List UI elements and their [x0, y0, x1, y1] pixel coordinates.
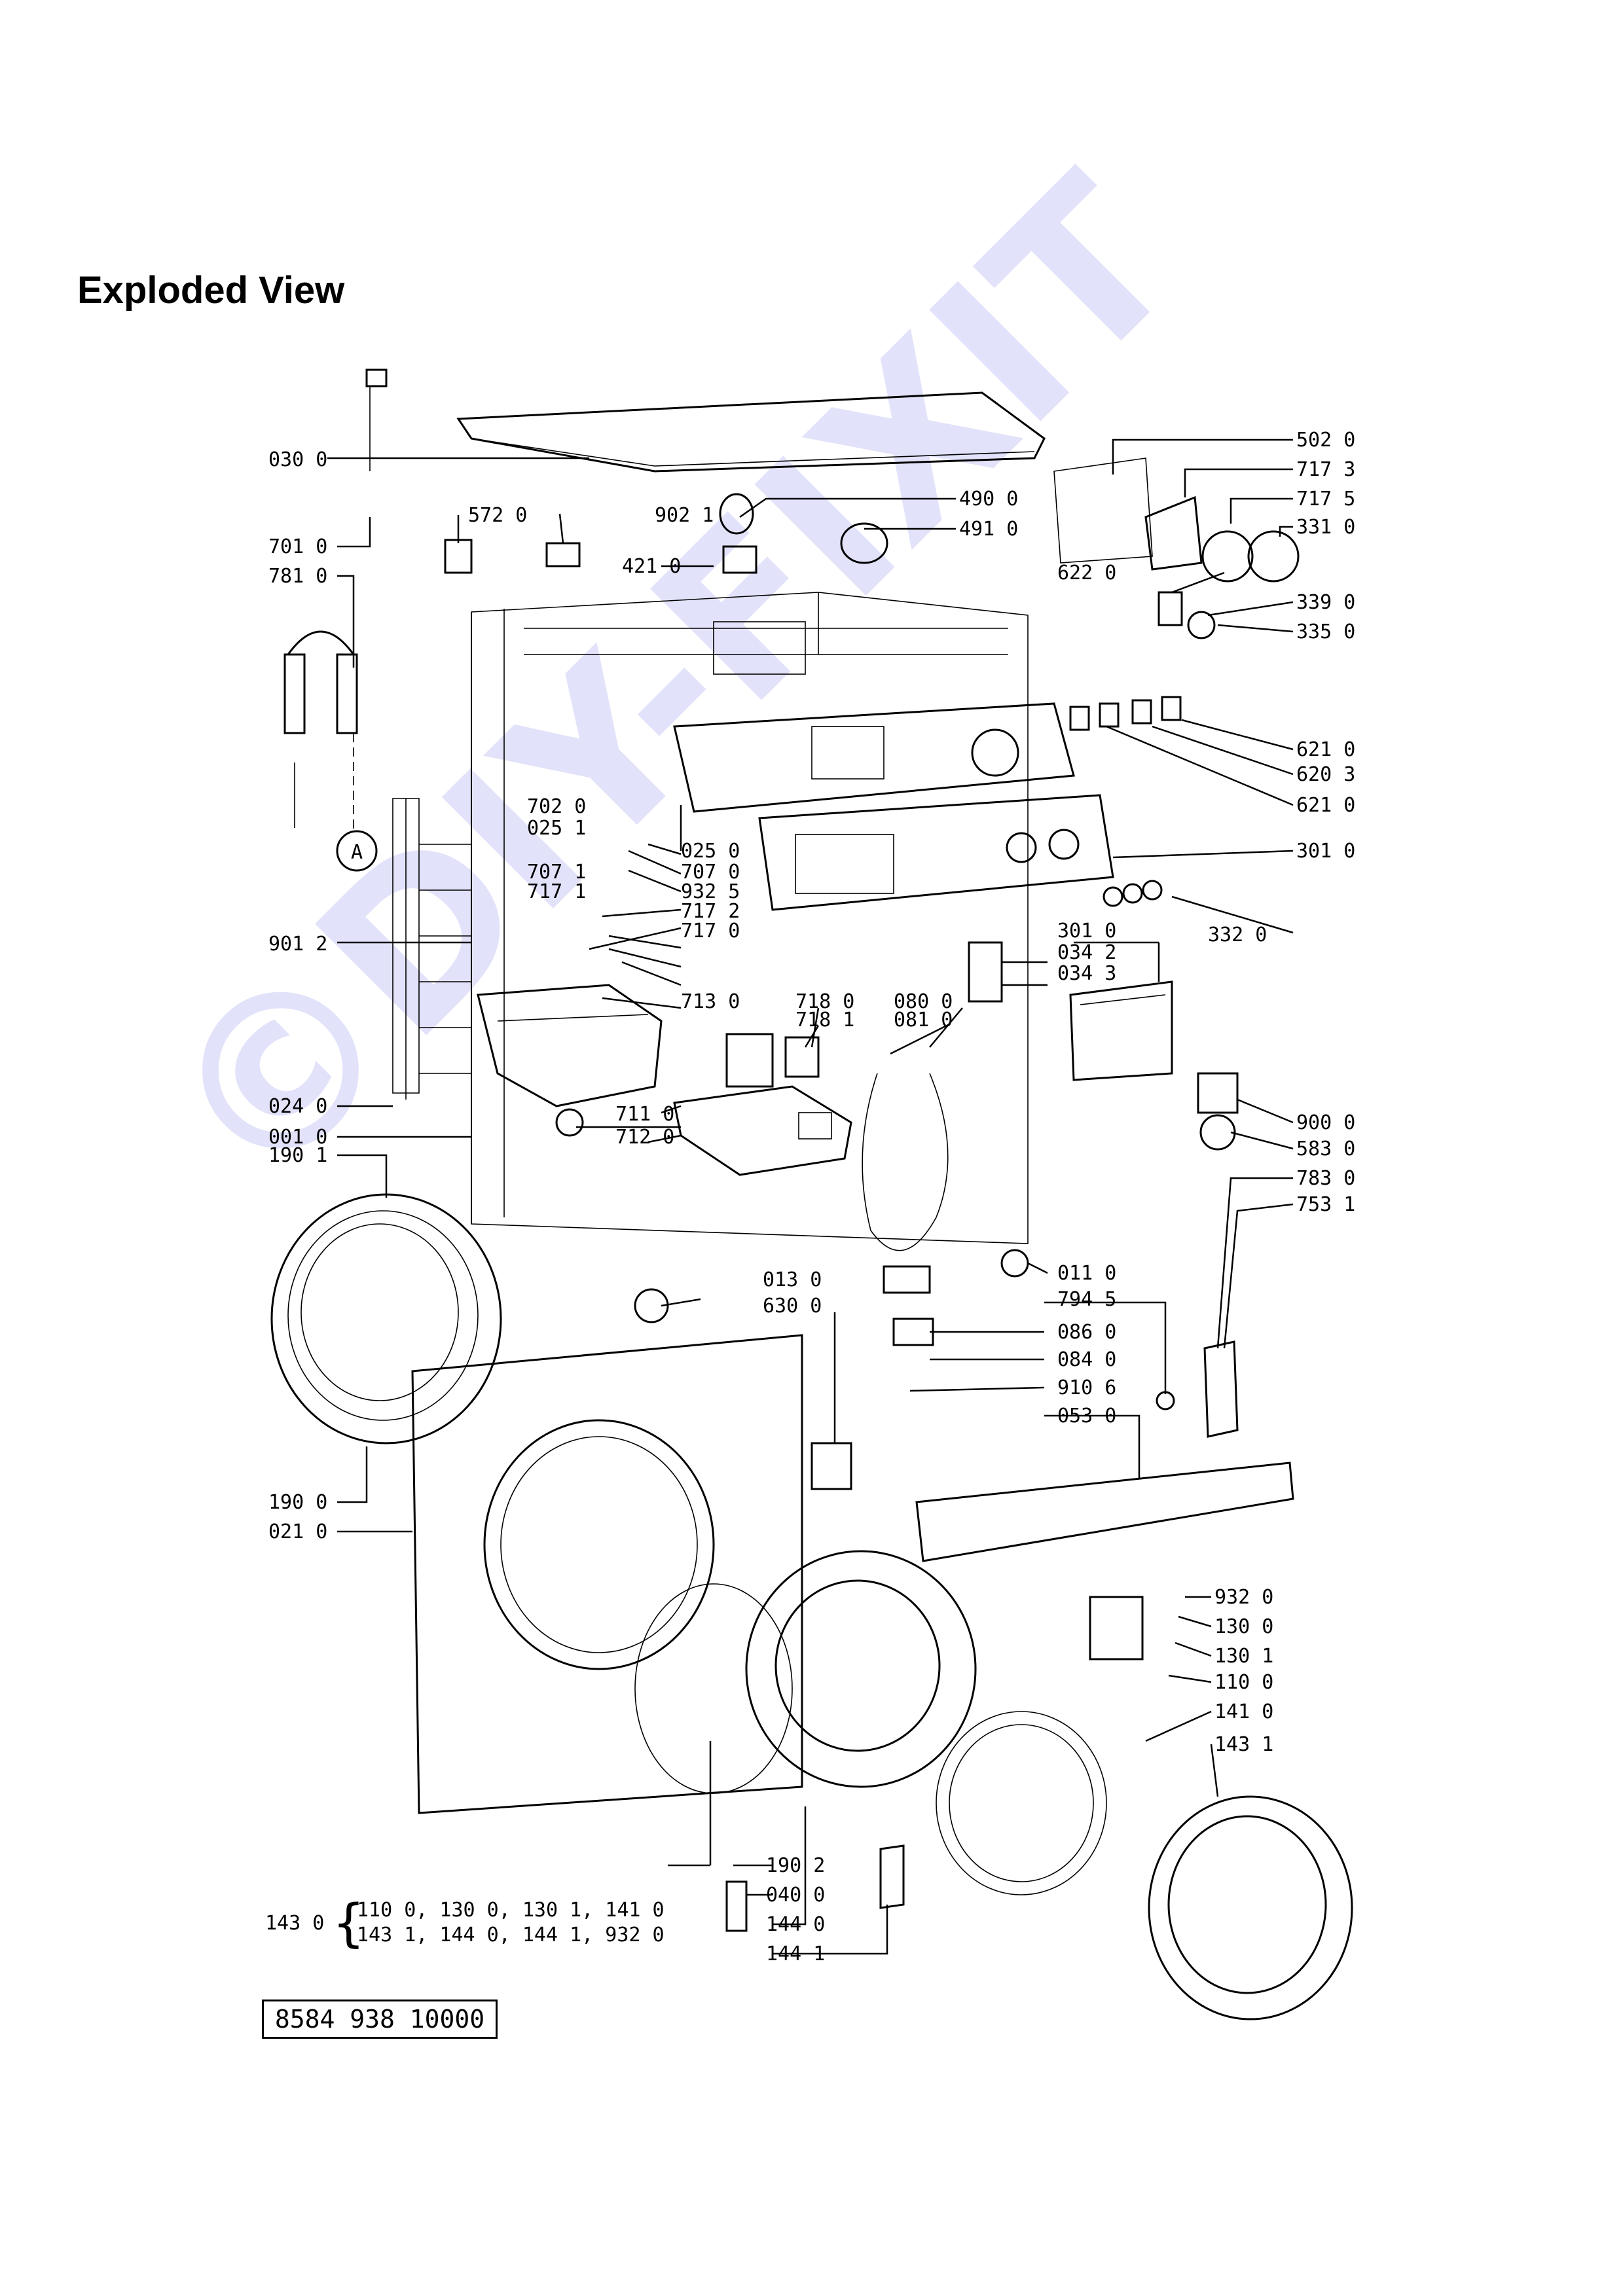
part-number-label: 701 0	[268, 535, 327, 558]
part-number-label: 053 0	[1057, 1405, 1116, 1427]
brace-icon: {	[333, 1894, 364, 1953]
part-number-label: 335 0	[1296, 620, 1355, 643]
part-number-label: 707 1	[527, 861, 586, 884]
part-number-label: 190 2	[766, 1854, 825, 1877]
part-number-label: 753 1	[1296, 1193, 1355, 1216]
front-panel-part	[411, 1334, 803, 1814]
drawer-part	[1069, 980, 1173, 1081]
drawer-tray-part	[673, 1085, 852, 1176]
part-number-label: 080 0	[894, 990, 953, 1013]
part-number-label: 711 0	[615, 1103, 674, 1126]
part-number-label: 630 0	[763, 1295, 822, 1318]
part-number-label: 583 0	[1296, 1138, 1355, 1160]
control-housing-part	[673, 702, 1075, 813]
part-number-label: 025 1	[527, 817, 586, 840]
part-number-label: 084 0	[1057, 1348, 1116, 1371]
part-number-label: 030 0	[268, 448, 327, 471]
part-number-label: 144 0	[766, 1913, 825, 1936]
part-number-label: 144 1	[766, 1943, 825, 1965]
part-number-label: 621 0	[1296, 738, 1355, 761]
part-number-label: 901 2	[268, 933, 327, 956]
part-number-label: 910 6	[1057, 1376, 1116, 1399]
part-number-label: 707 0	[681, 861, 740, 884]
part-number-label: 932 5	[681, 880, 740, 903]
fascia-part	[758, 794, 1114, 911]
door-seal-part	[270, 1193, 502, 1444]
part-number-label: 021 0	[268, 1520, 327, 1543]
part-number-label: 086 0	[1057, 1321, 1116, 1344]
part-number-label: 712 0	[615, 1126, 674, 1149]
part-number-label: 794 5	[1057, 1288, 1116, 1311]
part-number-label: 301 0	[1296, 840, 1355, 863]
part-number-label: 141 0	[1214, 1700, 1273, 1723]
part-number-label: 502 0	[1296, 429, 1355, 452]
part-number-label: 034 3	[1057, 962, 1116, 985]
small-parts	[283, 368, 1300, 1932]
group-row-1: 110 0, 130 0, 130 1, 141 0	[357, 1899, 665, 1922]
part-number-label: 190 0	[268, 1491, 327, 1514]
door-glass-part	[936, 1711, 1107, 1895]
door-frame-part	[634, 1550, 977, 1794]
part-number-label: 902 1	[655, 504, 714, 527]
part-number-label: 702 0	[527, 795, 586, 818]
part-number-label: 717 5	[1296, 488, 1355, 511]
part-number-label: 932 0	[1214, 1586, 1273, 1609]
side-panel-part	[392, 798, 471, 1100]
kick-plate-part	[915, 1462, 1294, 1562]
part-number-label: 718 1	[795, 1009, 854, 1031]
part-number-label: 718 0	[795, 990, 854, 1013]
part-number-label: 025 0	[681, 840, 740, 863]
part-number-label: 491 0	[959, 518, 1018, 541]
callout-a-circle	[336, 830, 378, 872]
part-number-label: 900 0	[1296, 1111, 1355, 1134]
part-number-label: 620 3	[1296, 763, 1355, 786]
part-number-label: 490 0	[959, 488, 1018, 511]
dispenser-part	[477, 984, 663, 1137]
part-number-label: 717 3	[1296, 458, 1355, 481]
part-number-label: 621 0	[1296, 794, 1355, 817]
part-number-label: 331 0	[1296, 516, 1355, 539]
part-number-label: 717 1	[527, 880, 586, 903]
part-number-label: 011 0	[1057, 1262, 1116, 1285]
part-number-label: 713 0	[681, 990, 740, 1013]
part-number-label: 110 0	[1214, 1671, 1273, 1694]
part-number-label: 622 0	[1057, 562, 1116, 584]
part-number-label: 339 0	[1296, 591, 1355, 614]
part-number-label: 783 0	[1296, 1167, 1355, 1190]
part-number-label: 717 0	[681, 920, 740, 942]
cabinet-part	[471, 592, 1029, 1244]
group-label: 143 0	[265, 1912, 325, 1935]
part-number-label: 143 1	[1214, 1733, 1273, 1756]
part-number-label: 781 0	[268, 565, 327, 588]
part-number-label: 572 0	[468, 504, 527, 527]
part-number-label: 717 2	[681, 900, 740, 923]
top-lid-part	[456, 391, 1046, 473]
page-title: Exploded View	[77, 269, 345, 312]
part-number-label: 040 0	[766, 1884, 825, 1907]
part-number-label: 034 2	[1057, 941, 1116, 964]
part-number-label: 332 0	[1208, 924, 1267, 946]
door-ring-part	[1148, 1795, 1353, 2020]
part-number-label: 001 0	[268, 1126, 327, 1149]
part-number-label: 301 0	[1057, 920, 1116, 942]
part-number-label: 421 0	[622, 555, 681, 578]
drawing-code-box: 8584 938 10000	[262, 2000, 498, 2039]
part-number-label: 081 0	[894, 1009, 953, 1031]
group-row-2: 143 1, 144 0, 144 1, 932 0	[357, 1924, 665, 1946]
leader-lines	[294, 439, 1294, 1955]
part-number-label: 190 1	[268, 1144, 327, 1167]
part-number-label: 013 0	[763, 1268, 822, 1291]
part-labels: 030 0 701 0 781 0 572 0 902 1 421 0 490 0 491 0…	[268, 429, 1355, 1965]
callout-a-label: A	[351, 841, 363, 864]
part-number-label: 130 1	[1214, 1645, 1273, 1668]
part-number-label: 130 0	[1214, 1615, 1273, 1638]
part-number-label: 024 0	[268, 1095, 327, 1118]
